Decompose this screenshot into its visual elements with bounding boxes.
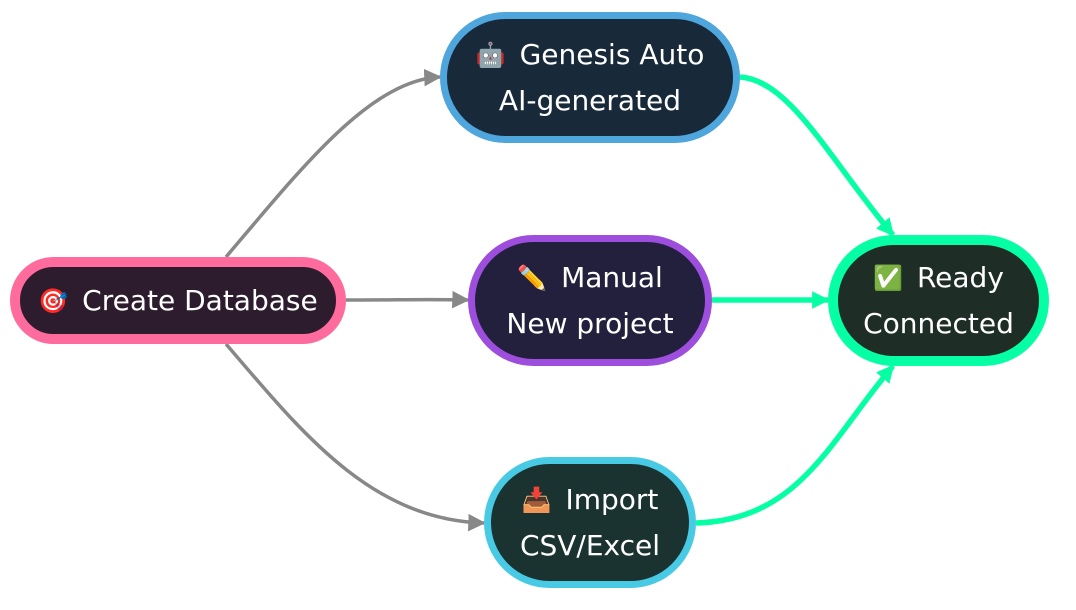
node-genesis-auto[interactable]: 🤖 Genesis Auto AI-generated [440,12,740,143]
inbox-tray-icon: 📥 [521,485,552,514]
target-icon: 🎯 [38,286,69,315]
node-sublabel: Connected [863,306,1014,340]
node-label: Genesis Auto [519,37,705,71]
node-manual[interactable]: ✏️ Manual New project [468,235,712,366]
node-ready[interactable]: ✅ Ready Connected [828,235,1049,366]
node-label: Import [565,482,659,516]
node-import[interactable]: 📥 Import CSV/Excel [484,457,696,588]
edge-genesis-to-ready [739,74,896,237]
check-mark-icon: ✅ [873,263,903,292]
pencil-icon: ✏️ [517,263,548,292]
robot-icon: 🤖 [475,40,506,69]
edge-create-to-genesis [224,68,442,259]
node-sublabel: AI-generated [498,83,682,117]
node-label: Ready [916,260,1004,294]
edge-create-to-import [224,342,486,532]
node-create-database[interactable]: 🎯 Create Database [10,257,346,344]
node-sublabel: CSV/Excel [519,528,661,562]
edge-import-to-ready [695,364,896,526]
node-label: Create Database [82,283,318,317]
node-sublabel: New project [506,306,674,340]
node-label: Manual [561,260,663,294]
